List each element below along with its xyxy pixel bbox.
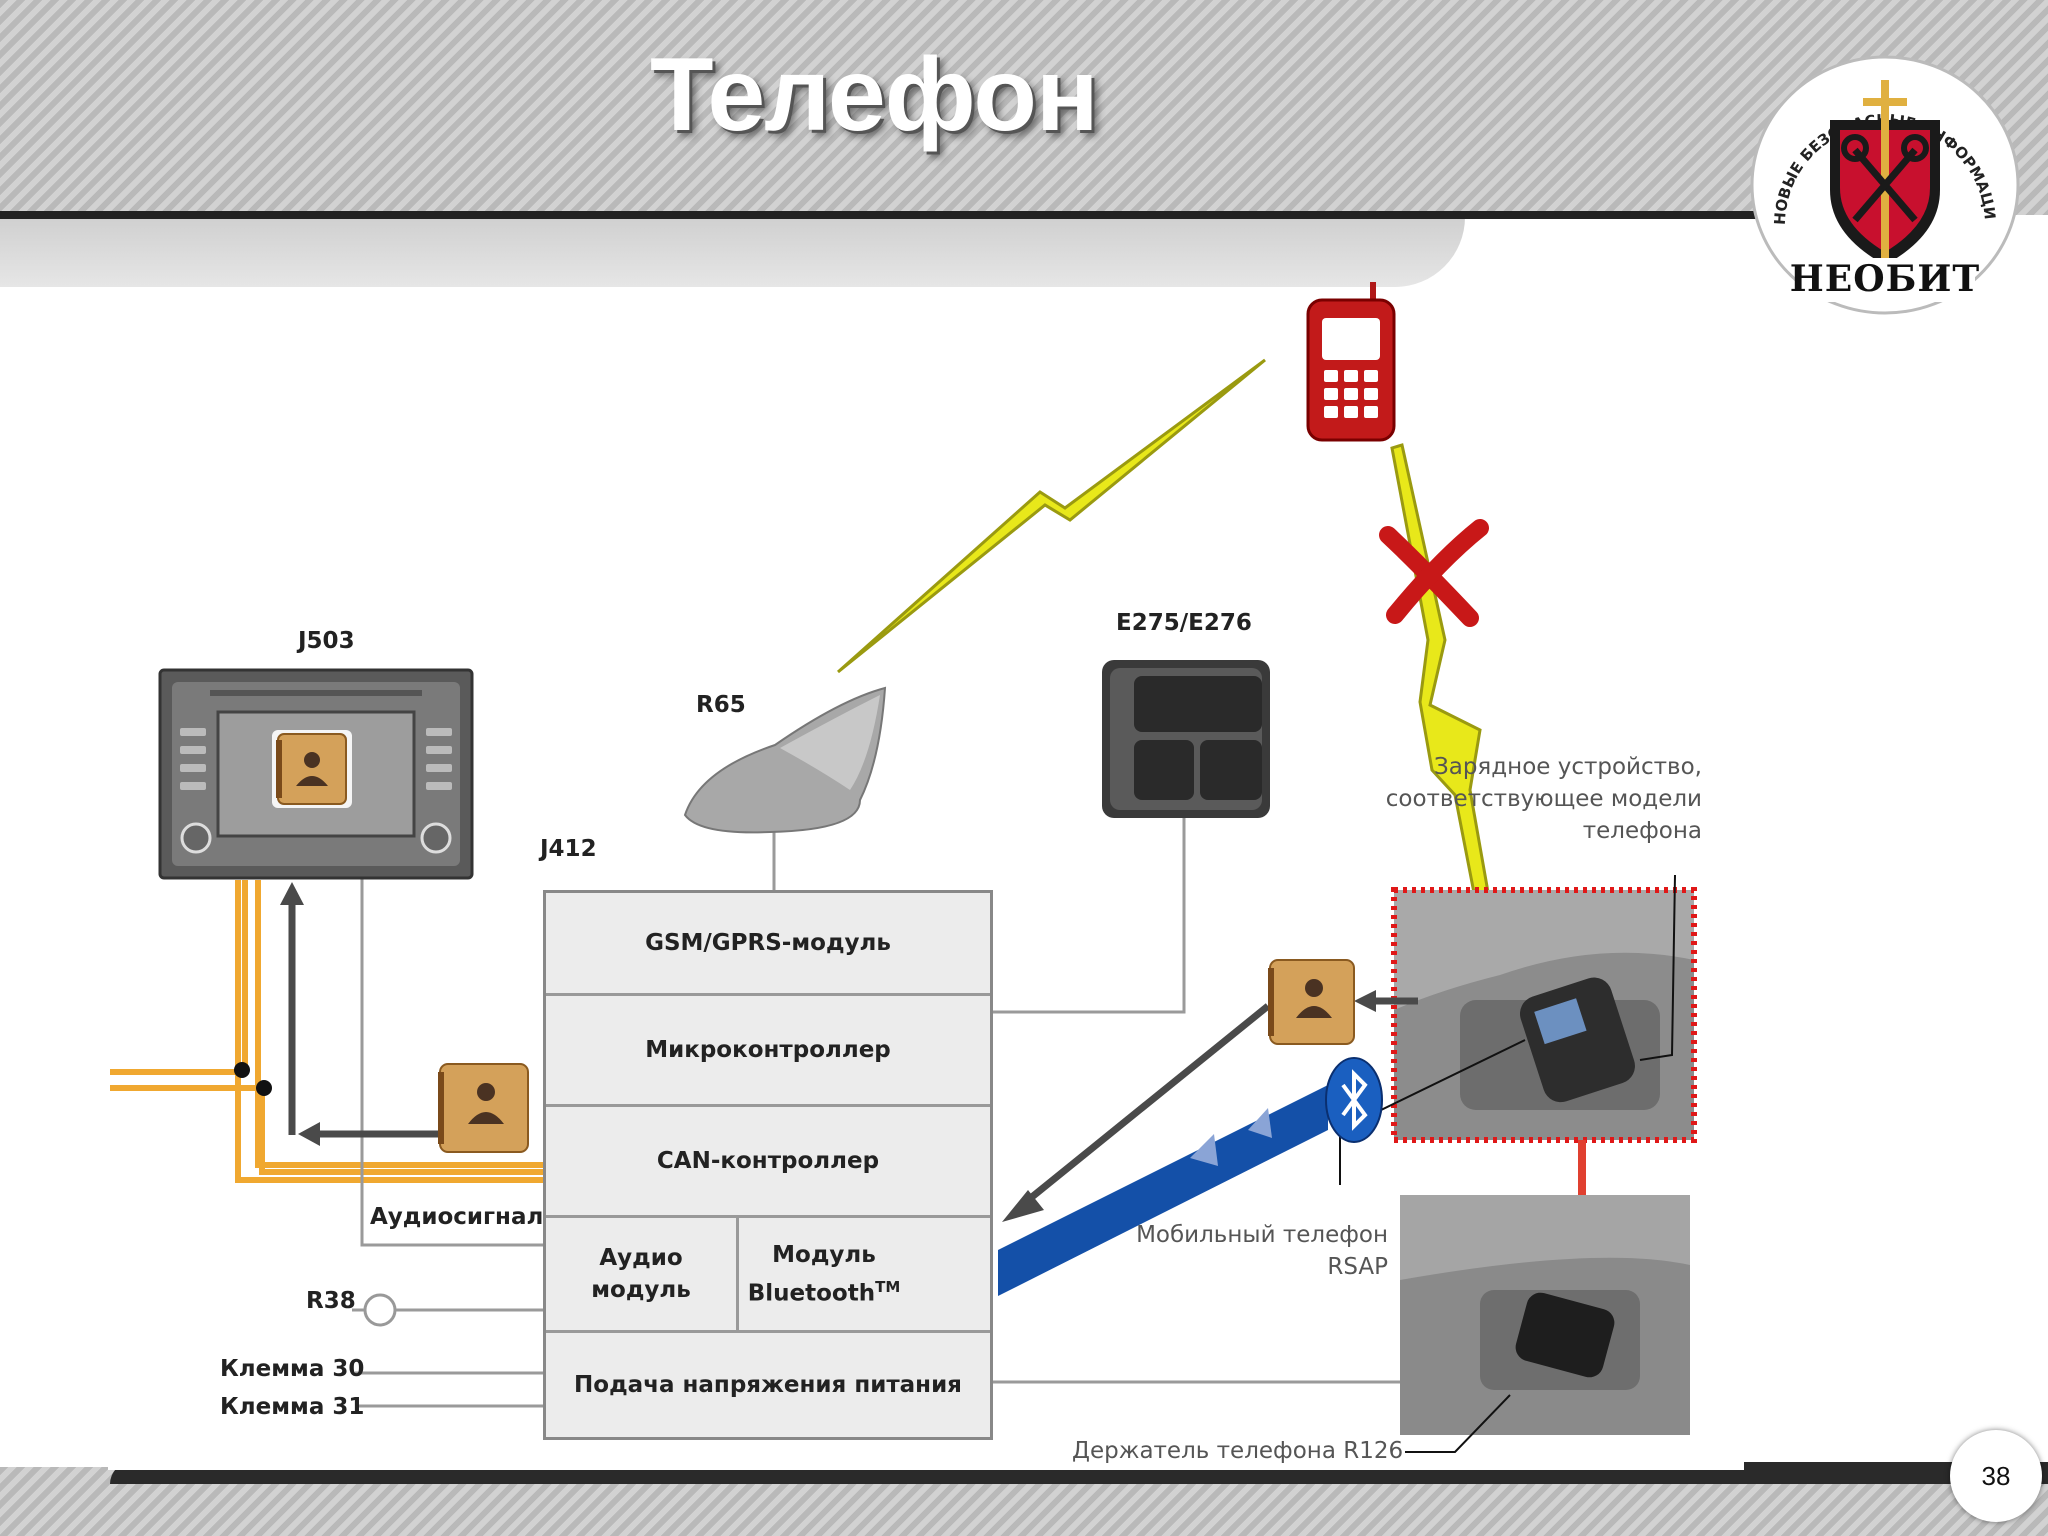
header-band bbox=[0, 0, 2048, 215]
module-audio: Аудио модуль bbox=[546, 1218, 739, 1330]
module-microcontroller: Микроконтроллер bbox=[546, 996, 990, 1107]
module-microcontroller-label: Микроконтроллер bbox=[645, 1037, 891, 1063]
label-charger-line3: телефона bbox=[1582, 818, 1702, 844]
header-divider bbox=[0, 211, 1960, 219]
logo-brand: НЕОБИТ bbox=[1789, 258, 1981, 300]
label-r38: R38 bbox=[306, 1288, 356, 1314]
neobit-logo: НОВЫЕ БЕЗОПАСНЫЕ ИНФОРМАЦИОННЫЕ ТЕХНОЛОГ… bbox=[1745, 50, 2025, 320]
label-audio-signal: Аудиосигнал bbox=[370, 1204, 544, 1230]
module-gsm: GSM/GPRS-модуль bbox=[546, 893, 990, 996]
j412-control-unit: GSM/GPRS-модуль Микроконтроллер CAN-конт… bbox=[543, 890, 993, 1440]
label-mobile-phone-line2: RSAP bbox=[1327, 1254, 1388, 1280]
label-terminal-30: Клемма 30 bbox=[220, 1356, 365, 1382]
label-charger-line2: соответствующее модели bbox=[1385, 786, 1702, 812]
module-bluetooth-tm: TM bbox=[875, 1277, 901, 1296]
label-charger: Зарядное устройство, соответствующее мод… bbox=[1380, 754, 1702, 844]
module-power: Подача напряжения питания bbox=[546, 1333, 990, 1437]
module-row-audio-bt bbox=[546, 1218, 990, 1333]
module-power-label: Подача напряжения питания bbox=[574, 1372, 962, 1398]
label-r65: R65 bbox=[696, 692, 746, 718]
module-can-label: CAN-контроллер bbox=[656, 1148, 880, 1174]
label-mobile-phone-line1: Мобильный телефон bbox=[1136, 1222, 1388, 1248]
module-bluetooth-line1: Модуль bbox=[772, 1241, 876, 1268]
label-phone-holder: Держатель телефона R126 bbox=[1072, 1438, 1404, 1464]
label-j503: J503 bbox=[298, 628, 355, 654]
page-number: 38 bbox=[1950, 1430, 2042, 1522]
module-audio-line2: модуль bbox=[591, 1277, 691, 1303]
label-j412: J412 bbox=[540, 836, 597, 862]
module-bluetooth-line2: Bluetooth bbox=[747, 1280, 876, 1307]
module-gsm-label: GSM/GPRS-модуль bbox=[645, 930, 891, 956]
header-shadow bbox=[0, 215, 1465, 287]
slide-title: Телефон bbox=[650, 37, 1099, 153]
label-mobile-phone: Мобильный телефон RSAP bbox=[1110, 1222, 1388, 1280]
label-e275-e276: E275/E276 bbox=[1116, 610, 1252, 636]
module-can: CAN-контроллер bbox=[546, 1107, 990, 1218]
label-charger-line1: Зарядное устройство, bbox=[1433, 754, 1702, 780]
module-bluetooth: Модуль BluetoothTM bbox=[739, 1218, 909, 1330]
module-audio-line1: Аудио bbox=[599, 1245, 683, 1271]
label-terminal-31: Клемма 31 bbox=[220, 1394, 365, 1420]
